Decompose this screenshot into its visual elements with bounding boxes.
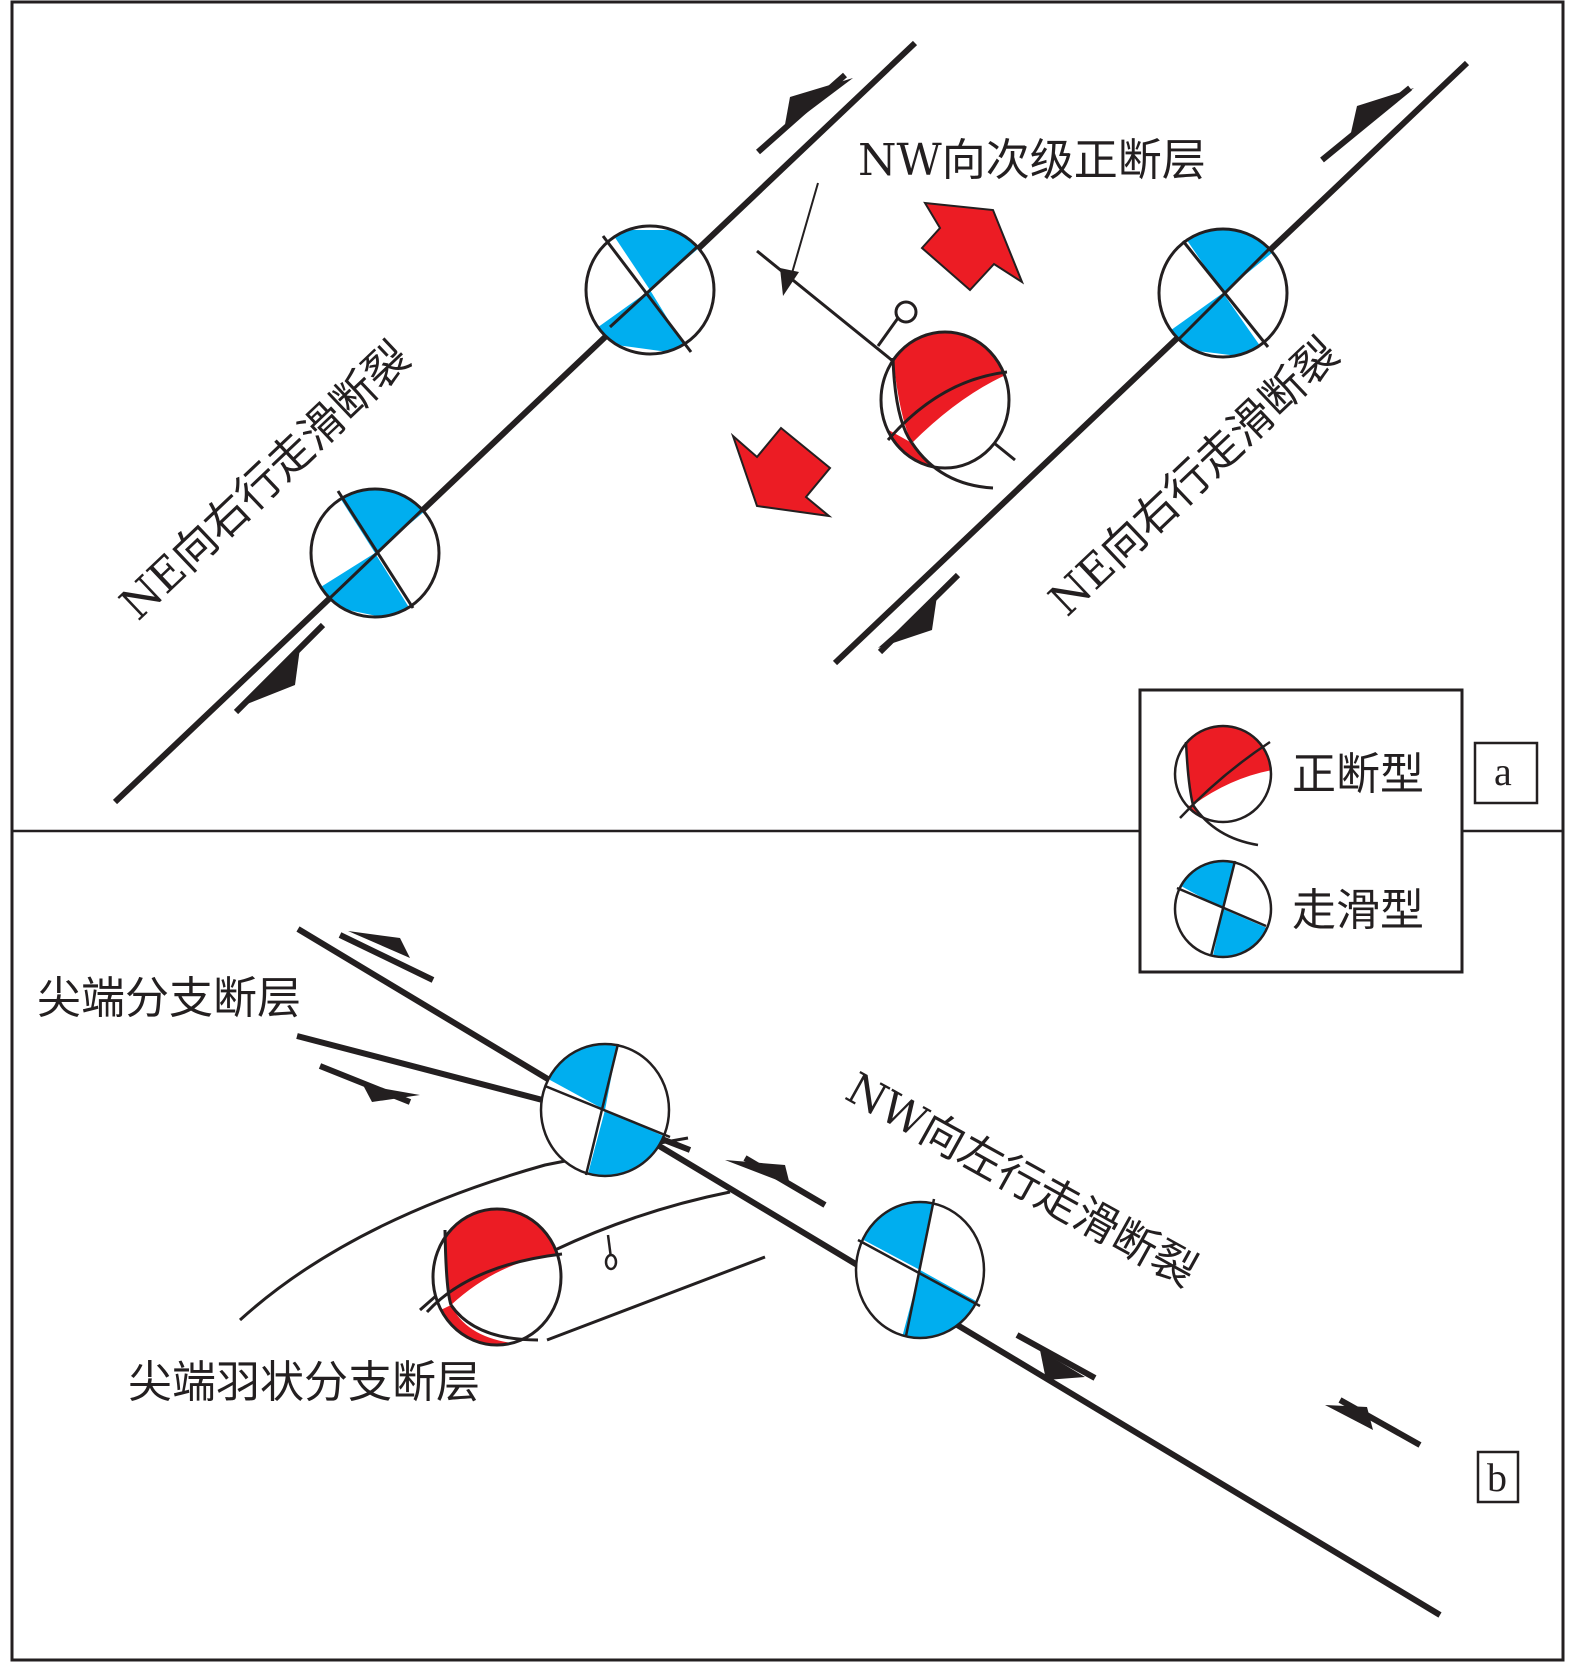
extension-arrow-icon xyxy=(730,426,833,518)
tip-feather-fault-label: 尖端羽状分支断层 xyxy=(128,1357,480,1408)
slip-arrow-icon xyxy=(1320,85,1414,163)
panel-a: NE向右行走滑断裂 NE向右行走滑断裂 NW向次级正断层 a xyxy=(110,40,1539,805)
slip-arrow-icon xyxy=(725,1155,827,1208)
beachball-strike-slip-icon xyxy=(309,487,441,619)
legend-label-strike-slip: 走滑型 xyxy=(1292,885,1424,936)
fault-dip-tick-icon xyxy=(604,1234,618,1271)
nw-normal-fault-label: NW向次级正断层 xyxy=(858,135,1206,186)
slip-arrow-icon xyxy=(756,72,853,155)
panel-tag-a: a xyxy=(1494,749,1512,794)
ne-fault-right-label: NE向右行走滑断裂 xyxy=(1039,328,1349,626)
slip-arrow-icon xyxy=(1325,1397,1422,1448)
slip-arrow-icon xyxy=(877,572,961,655)
slip-arrow-icon xyxy=(1015,1332,1097,1381)
beachball-normal-icon xyxy=(425,1207,563,1347)
legend: 正断型 走滑型 xyxy=(1138,688,1464,974)
feather-fault-lower-line xyxy=(546,1255,766,1342)
tip-branch-fault-label: 尖端分支断层 xyxy=(37,973,301,1024)
fault-dip-tick-icon xyxy=(876,300,918,347)
extension-arrow-icon xyxy=(920,201,1025,292)
panel-b: 尖端分支断层 尖端羽状分支断层 NW向左行走滑断裂 b xyxy=(37,926,1520,1618)
slip-arrow-icon xyxy=(318,1063,420,1105)
beachball-strike-slip-icon xyxy=(854,1198,986,1340)
leader-arrow-icon xyxy=(780,182,819,296)
ne-fault-left-line xyxy=(112,40,918,805)
slip-arrow-icon xyxy=(338,931,435,983)
panel-tag-b: b xyxy=(1487,1455,1507,1500)
panel-tag-b-box xyxy=(1476,1450,1520,1504)
legend-label-normal: 正断型 xyxy=(1292,749,1424,800)
beachball-normal-icon xyxy=(879,330,1011,490)
beachball-strike-slip-icon xyxy=(584,224,716,356)
slip-arrow-icon xyxy=(233,622,326,715)
feather-fault-middle-line xyxy=(554,1190,731,1252)
panel-tag-a-box xyxy=(1473,741,1539,805)
ne-fault-right-line xyxy=(832,60,1470,666)
